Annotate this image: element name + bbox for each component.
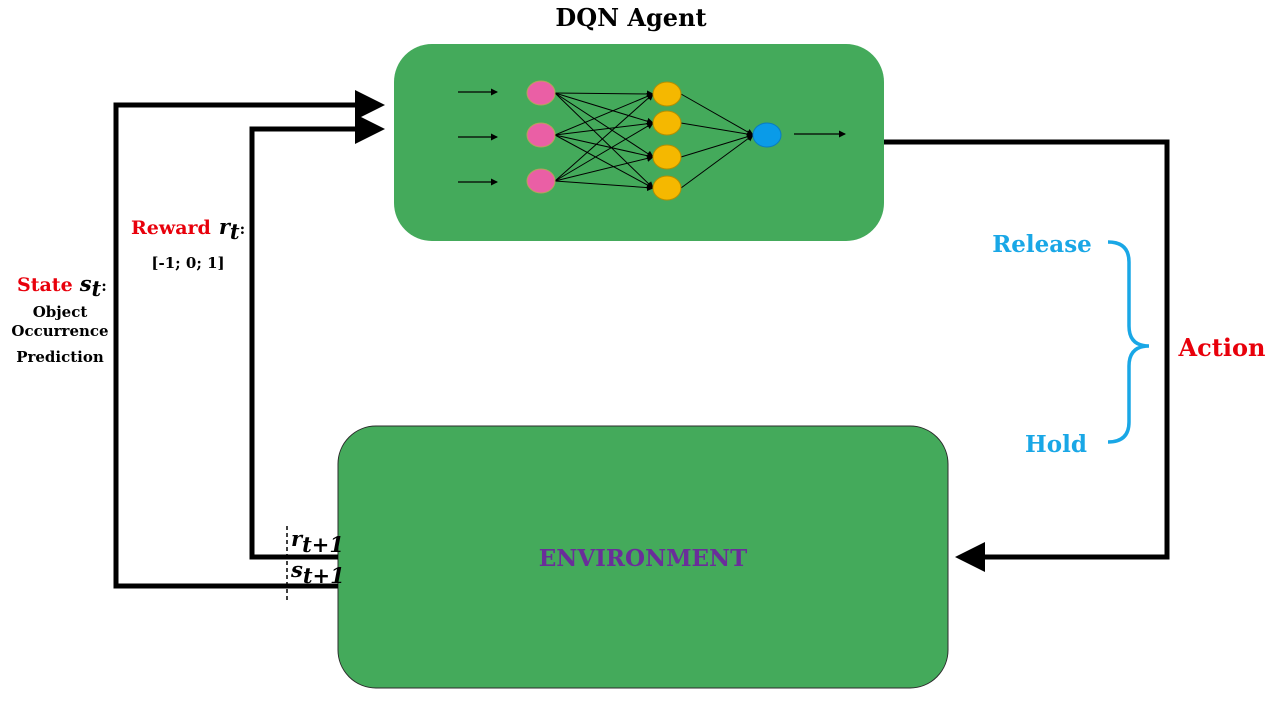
state-desc-line1: Object [33, 303, 88, 321]
nn-edge [554, 155, 654, 182]
reward-values: [-1; 0; 1] [151, 254, 224, 272]
nn-edge [554, 122, 654, 182]
action-option-release: Release [992, 231, 1092, 258]
action-brace [1107, 240, 1150, 444]
nn-edges [554, 90, 754, 192]
nn-edge [554, 93, 654, 182]
hidden-node [652, 175, 682, 201]
nn-edge [554, 180, 654, 192]
nn-edge [680, 133, 754, 158]
hidden-node [652, 81, 682, 107]
hidden-node [652, 144, 682, 170]
agent-box [394, 44, 884, 241]
nn-edge [680, 93, 754, 136]
nn-edge [554, 90, 654, 98]
nn-edge [554, 92, 654, 189]
reward-feedback-line [249, 114, 385, 560]
state-feedback-line [113, 90, 385, 589]
nn-edge [554, 92, 654, 158]
agent-title: DQN Agent [555, 3, 706, 32]
action-line [884, 139, 1170, 572]
next-reward-label: rt+1 [291, 526, 344, 557]
hidden-node [652, 110, 682, 136]
environment-label: ENVIRONMENT [539, 545, 747, 572]
nn-edge [680, 122, 754, 138]
state-desc-line3: Prediction [16, 348, 104, 366]
action-option-hold: Hold [1025, 431, 1087, 458]
output-node [752, 122, 782, 148]
action-label: Action [1178, 333, 1266, 362]
nn-edge [554, 134, 654, 189]
input-node [526, 122, 556, 148]
nn-edge [680, 134, 754, 189]
input-node [526, 168, 556, 194]
state-desc-line2: Occurrence [11, 322, 108, 340]
next-state-label: st+1 [290, 557, 345, 588]
input-node [526, 80, 556, 106]
nn-edge [554, 93, 654, 136]
nn-edge [554, 120, 654, 136]
nn-edge [554, 92, 654, 125]
nn-edge [554, 134, 654, 160]
